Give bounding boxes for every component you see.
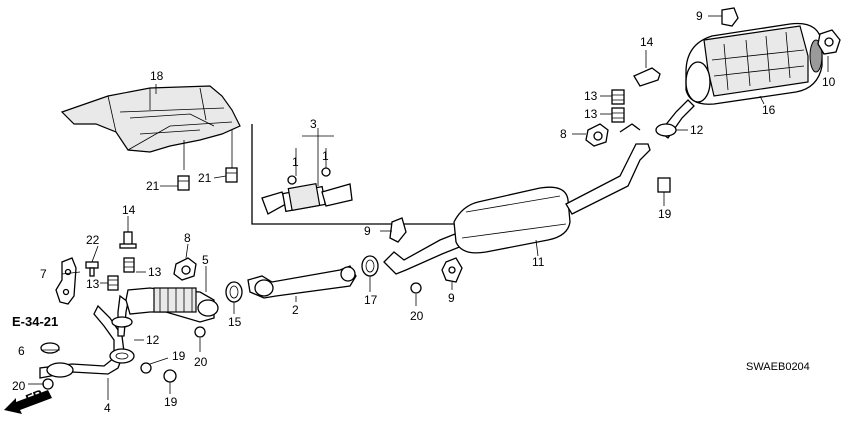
callout-3: 3: [310, 117, 317, 131]
callout-7: 7: [40, 267, 47, 281]
callout-16: 16: [762, 103, 776, 117]
hanger-rubber-9-lower: [441, 257, 463, 283]
callout-13-d: 13: [584, 107, 598, 121]
rear-muffler-16: [659, 22, 823, 139]
gasket-15: [225, 281, 243, 303]
callout-19-lower: 19: [164, 395, 178, 409]
heat-shield: [60, 85, 241, 170]
bolt-21-left: [177, 175, 190, 191]
hanger-rubber-10: [817, 29, 841, 55]
callout-15: 15: [228, 315, 242, 329]
bolt-21-right: [225, 167, 238, 183]
callout-4: 4: [104, 401, 111, 415]
inset-frame: [251, 124, 500, 225]
callout-6: 6: [18, 344, 25, 358]
callout-17: 17: [364, 293, 378, 307]
callout-19-front: 19: [172, 349, 186, 363]
diagram-code: SWAEB0204: [746, 361, 810, 373]
nut-19-rear: [657, 177, 671, 193]
callout-8-left: 8: [184, 231, 191, 245]
gasket-12-right: [655, 123, 677, 137]
callout-1-left: 1: [292, 155, 299, 169]
reference-label: E-34-21: [12, 314, 58, 329]
callout-22: 22: [86, 233, 100, 247]
bolt-14-right: [633, 67, 661, 87]
pipe-3-assembly: [261, 128, 353, 215]
callout-13-b: 13: [86, 277, 100, 291]
callout-20-left: 20: [12, 379, 26, 393]
bolt-14-left: [119, 231, 137, 249]
callout-21-right: 21: [198, 171, 212, 185]
gasket-12-left: [109, 348, 135, 364]
callout-11: 11: [532, 255, 545, 269]
flex-pipe-5: [125, 287, 219, 323]
callout-9-top: 9: [696, 9, 703, 23]
hanger-rubber-8-right: [585, 123, 609, 147]
center-muffler-11: [383, 123, 651, 275]
callout-12-right: 12: [690, 123, 704, 137]
leader-lines: [28, 15, 829, 400]
callout-13-a: 13: [148, 265, 162, 279]
callout-14-right: 14: [640, 35, 654, 49]
hanger-rubber-9-top: [721, 7, 739, 27]
converter-pipe-4: [39, 294, 133, 392]
callout-9-center: 9: [364, 224, 371, 238]
direction-label: FR.: [24, 385, 49, 407]
bracket-7: [55, 257, 77, 305]
callout-5: 5: [202, 253, 209, 267]
callout-20-mid: 20: [194, 355, 208, 369]
callout-13-c: 13: [584, 89, 598, 103]
callout-10: 10: [822, 75, 836, 89]
bolt-22: [85, 261, 99, 277]
hanger-rubber-8-left: [173, 257, 197, 281]
callout-20-center: 20: [410, 309, 424, 323]
springs-13-left: [107, 257, 135, 291]
callout-2: 2: [292, 303, 299, 317]
callout-18: 18: [150, 69, 164, 83]
callout-19-rear: 19: [658, 207, 672, 221]
callout-14-left: 14: [122, 203, 136, 217]
callout-21-left: 21: [146, 179, 160, 193]
callout-labels: 18 21 21 3 1 1 14 22 7 13 13 8 5 E-34-21…: [12, 9, 836, 415]
exhaust-pipe-2: [247, 265, 357, 299]
callout-8-right: 8: [560, 127, 567, 141]
front-direction-arrow-icon: FR.: [4, 385, 52, 414]
gasket-6: [40, 342, 60, 354]
springs-13-right: [611, 89, 625, 123]
gasket-17: [361, 255, 379, 277]
callout-9-lower: 9: [448, 291, 455, 305]
callout-1-right: 1: [322, 149, 329, 163]
nut-20-center: [410, 282, 422, 294]
hanger-rubber-9-center: [389, 217, 407, 243]
callout-12-left: 12: [146, 333, 160, 347]
